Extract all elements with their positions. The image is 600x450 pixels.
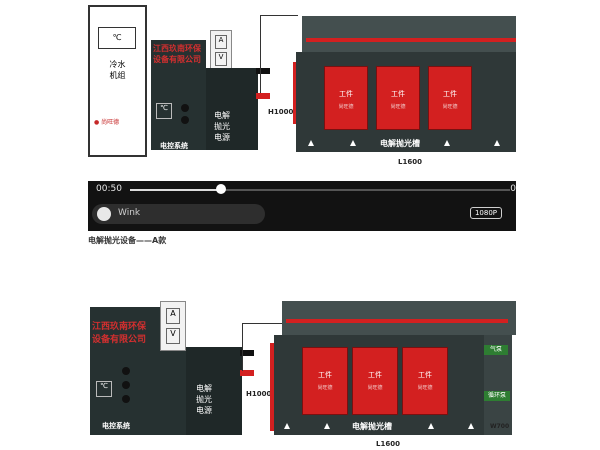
- video-player-bar: 00:50 0 Wink 1080P: [88, 181, 516, 231]
- caption: 电解抛光设备——A款: [88, 236, 167, 245]
- height-label: H1000: [268, 108, 294, 116]
- current-time: 00:50: [96, 184, 122, 194]
- cable-line: [242, 323, 243, 371]
- workpiece: 工件尚旺德: [352, 347, 398, 415]
- chiller-logo: ● 尚旺德: [94, 119, 120, 126]
- flow-arrow-icon: [324, 423, 330, 429]
- audio-track-avatar: [97, 207, 111, 221]
- cable-line: [260, 15, 261, 93]
- tank-label: 电解抛光槽: [380, 139, 420, 148]
- meter-box: A V: [210, 30, 232, 70]
- control-knob: [122, 395, 130, 403]
- positive-cable: [240, 350, 254, 356]
- flow-arrow-icon: [350, 140, 356, 146]
- length-label: L1600: [398, 158, 422, 166]
- tank-top-panel: [282, 301, 516, 335]
- flow-arrow-icon: [444, 140, 450, 146]
- power-supply-cabinet: [206, 68, 258, 150]
- control-knob: [122, 367, 130, 375]
- ammeter-label: A: [215, 35, 227, 49]
- flow-arrow-icon: [308, 140, 314, 146]
- flow-arrow-icon: [284, 423, 290, 429]
- resolution-button[interactable]: 1080P: [469, 207, 502, 219]
- tank-top-panel: [302, 16, 516, 52]
- chiller-temp-display: ℃: [98, 27, 136, 49]
- control-knob: [181, 116, 189, 124]
- power-supply-label: 电解 抛光 电源: [214, 111, 230, 142]
- control-system-label: 电控系统: [160, 142, 188, 150]
- progress-track[interactable]: [130, 189, 510, 191]
- negative-cable: [240, 370, 254, 376]
- voltmeter-label: V: [166, 328, 180, 344]
- control-cabinet: [151, 40, 206, 150]
- positive-cable: [256, 68, 270, 74]
- tank-label: 电解抛光槽: [352, 422, 392, 431]
- red-pipe: [306, 38, 516, 42]
- air-pump-label: 气泵: [484, 345, 508, 355]
- time-remaining: 0: [510, 184, 516, 194]
- audio-track-pill[interactable]: Wink: [92, 204, 265, 224]
- power-supply-cabinet: [186, 347, 242, 435]
- chiller-unit: ℃ 冷水 机组 ● 尚旺德: [88, 5, 147, 157]
- workpiece: 工件尚旺德: [324, 66, 368, 130]
- width-label: W700: [490, 423, 510, 430]
- flow-arrow-icon: [468, 423, 474, 429]
- power-supply-label: 电解 抛光 电源: [196, 384, 212, 415]
- red-pipe: [270, 343, 274, 431]
- control-knob: [122, 381, 130, 389]
- negative-cable: [256, 93, 270, 99]
- flow-arrow-icon: [494, 140, 500, 146]
- voltmeter-label: V: [215, 52, 227, 66]
- bottom-diagram: 江西玖南环保 设备有限公司 A V 电解 抛光 电源 ℃ 电控系统 H1000 …: [88, 295, 516, 450]
- company-name: 江西玖南环保 设备有限公司: [92, 322, 147, 345]
- workpiece: 工件尚旺德: [402, 347, 448, 415]
- chiller-label: 冷水 机组: [109, 60, 126, 80]
- flow-arrow-icon: [428, 423, 434, 429]
- progress-fill: [130, 189, 222, 191]
- temp-display: ℃: [156, 103, 172, 119]
- workpiece: 工件尚旺德: [428, 66, 472, 130]
- cable-line: [260, 15, 298, 16]
- control-system-label: 电控系统: [102, 422, 130, 430]
- meter-box: A V: [160, 301, 186, 351]
- company-name: 江西玖南环保 设备有限公司: [153, 44, 201, 64]
- ammeter-label: A: [166, 308, 180, 324]
- red-pipe: [293, 62, 297, 124]
- height-label: H1000: [246, 390, 272, 398]
- cable-line: [242, 323, 282, 324]
- workpiece: 工件尚旺德: [376, 66, 420, 130]
- temp-display: ℃: [96, 381, 112, 397]
- progress-thumb[interactable]: [216, 184, 227, 194]
- top-diagram: ℃ 冷水 机组 ● 尚旺德 江西玖南环保 设备有限公司 A V 电解 抛光 电源…: [88, 0, 516, 230]
- audio-track-name: Wink: [118, 208, 141, 218]
- length-label: L1600: [376, 440, 400, 448]
- red-pipe: [286, 319, 508, 323]
- control-knob: [181, 104, 189, 112]
- circulation-pump-label: 循环泵: [484, 391, 510, 401]
- workpiece: 工件尚旺德: [302, 347, 348, 415]
